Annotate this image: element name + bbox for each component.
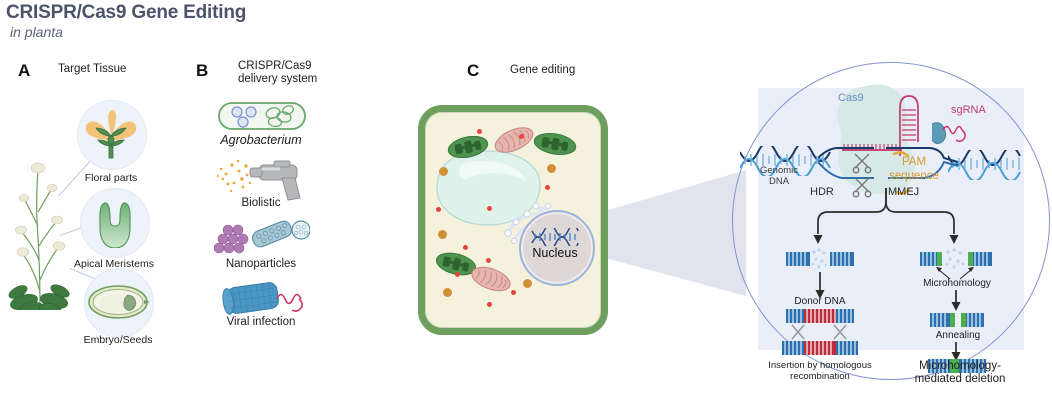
vesicle — [439, 167, 448, 176]
chloroplast — [447, 136, 489, 158]
vesicle — [477, 129, 482, 134]
meristem-icon — [99, 202, 131, 248]
genomic-dna-left — [740, 146, 831, 176]
pam-label-line1: PAM — [901, 156, 927, 168]
delivery-label-viral: Viral infection — [226, 316, 296, 328]
panel-b-letter: B — [196, 61, 209, 80]
flower-icon — [85, 110, 137, 159]
dna-helix-icon — [531, 228, 579, 246]
bacterium-icon — [218, 102, 306, 130]
panel-a-letter: A — [18, 61, 31, 80]
vesicle — [486, 258, 491, 263]
delivery-label-agrobacterium: Agrobacterium — [220, 133, 302, 147]
scissors-icon — [852, 153, 872, 174]
unwound-dna-strands — [818, 147, 958, 179]
nanoparticle-icon — [214, 220, 310, 254]
seed-icon — [88, 285, 150, 319]
hdr-outcome-line1: Insertion by homologous — [768, 360, 872, 371]
cas9-label: Cas9 — [838, 92, 864, 104]
mmej-final-label-line1: Microhomology- — [919, 360, 1001, 372]
vesicle — [545, 185, 550, 190]
arabidopsis-plant-icon — [8, 162, 70, 310]
magnified-inset-circle — [732, 62, 1050, 380]
microhomology-label: Microhomology — [923, 278, 991, 289]
vesicle — [463, 245, 468, 250]
plant-cell: Nucleus — [418, 105, 608, 335]
genomic-dna-label-line2: DNA — [768, 176, 790, 187]
figure-subtitle: in planta — [10, 24, 63, 40]
mmej-final-label-line2: mediated deletion — [914, 373, 1006, 385]
delivery-label-nanoparticles: Nanoparticles — [225, 258, 297, 270]
mitochondrion — [471, 266, 511, 292]
vesicle — [438, 230, 447, 239]
donor-dna-label: Donor DNA — [794, 296, 846, 307]
panel-c-header: Gene editing — [510, 64, 576, 76]
sgrna-label: sgRNA — [951, 104, 986, 116]
hdr-cut-dna — [786, 248, 854, 269]
gene-gun-icon — [216, 159, 301, 201]
target-tissue-label-floral: Floral parts — [84, 172, 138, 184]
mitochondrion — [494, 127, 534, 153]
target-tissue-label-meristem: Apical Meristems — [74, 258, 154, 270]
delivery-label-biolistic: Biolistic — [241, 197, 281, 209]
mmej-arrow-down-1 — [951, 290, 961, 311]
donor-dna-segment — [786, 309, 854, 323]
vesicle — [455, 272, 460, 277]
vesicle — [519, 134, 524, 139]
target-tissue-label-seed: Embryo/Seeds — [83, 334, 153, 346]
panel-a-header: Target Tissue — [58, 63, 127, 75]
pam-marker-icon — [892, 151, 911, 195]
mmej-outcome-dna — [928, 359, 986, 373]
annealing-dna — [930, 313, 984, 327]
scissors-icon — [852, 177, 872, 198]
vacuole — [436, 150, 541, 226]
mmej-cut-dna — [920, 248, 992, 269]
genomic-dna-label-line1: Genomic — [759, 165, 798, 176]
figure-title: CRISPR/Cas9 Gene Editing — [6, 2, 247, 23]
vesicle — [443, 288, 452, 297]
mmej-arrow-down-2 — [951, 342, 961, 361]
hdr-outcome-line2: recombination — [790, 371, 850, 382]
pam-label-line2: sequence — [889, 170, 939, 182]
annealing-label: Annealing — [935, 330, 981, 341]
microhomology-pointers — [936, 267, 974, 280]
chloroplast — [435, 252, 477, 276]
nucleus — [519, 210, 595, 286]
vesicle — [436, 207, 441, 212]
chloroplast — [533, 132, 577, 156]
pathway-branch-lines — [813, 188, 959, 244]
crossover-x-icon — [791, 324, 847, 340]
sgrna-tail-icon — [931, 122, 966, 145]
panel-b-header-line1: CRISPR/Cas9 — [238, 60, 312, 72]
hdr-arrow-down — [815, 272, 825, 299]
vesicle — [547, 164, 556, 173]
vesicle — [487, 206, 492, 211]
hdr-outcome-dna — [782, 341, 858, 355]
panel-c-letter: C — [467, 61, 480, 80]
nucleus-label: Nucleus — [532, 246, 578, 260]
vesicle — [487, 302, 492, 307]
vesicle — [523, 279, 532, 288]
magnifier-cone — [598, 170, 746, 296]
virus-capsid-icon — [222, 282, 303, 315]
branch-label-hdr: HDR — [810, 186, 834, 198]
panel-b-header-line2: delivery system — [238, 73, 318, 85]
vesicle — [511, 290, 516, 295]
branch-label-mmej: MMEJ — [888, 186, 920, 198]
genomic-dna-right — [948, 150, 1021, 180]
